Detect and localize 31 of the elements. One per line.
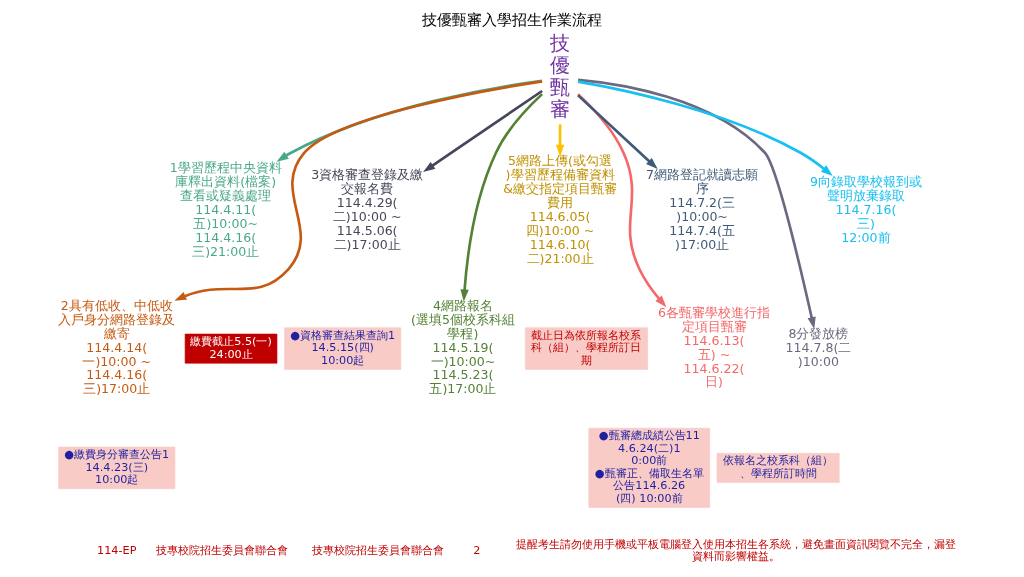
node-box: ●繳費身分審查公告114.4.23(三)10:00起 — [57, 446, 175, 489]
node-box: ●甄審總成績公告114.6.24(二)10:00前 ●甄審正、備取生名單公告114.6.26(四) 10:00前 — [587, 427, 710, 508]
node-text: 8分發放榜 114.7.8(二)10:00 — [784, 325, 851, 369]
arrow — [276, 79, 542, 162]
arrow — [459, 93, 543, 302]
node-text: 2具有低收、中低收入戶身分網路登錄及繳寄 114.4.14(一)10:00 ~ 114.4.16(三)17:00止 — [57, 298, 175, 397]
arrow — [555, 124, 564, 157]
arrow — [576, 94, 658, 170]
node-text: 5網路上傳(或勾選)學習歷程備審資料&繳交指定項目甄審費用 114.6.05(四)10:00 ~ 114.6.10(二)21:00止 — [502, 153, 617, 266]
label: 114-EP — [96, 543, 136, 557]
node-text: 4網路報名 (選填5個校系科組學程) 114.5.19(一)10:00~ 114.5.23(五)17:00止 — [410, 298, 515, 397]
arrow — [422, 89, 543, 173]
node-text: 技優甄審 — [549, 32, 570, 121]
node-text: 9向錄取學校報到或聲明放棄錄取 114.7.16(三) 12:00前 — [809, 174, 922, 245]
node-text: 6各甄審學校進行指定項目甄審 114.6.13(五) ~ 114.6.22(日) — [657, 305, 770, 390]
label: 2 — [472, 543, 480, 557]
arrow — [577, 78, 816, 330]
node-text: 7網路登記就讀志願序 114.7.2(三)10:00~ 114.7.4(五)17:00止 — [645, 167, 758, 252]
arrow — [576, 93, 666, 308]
label: 提醒考生請勿使用手機或平板電腦登入使用本招生各系統，避免畫面資訊閱覽不完全，漏登資料而影響權益。 — [515, 537, 956, 564]
node-text: 3資格審查登錄及繳交報名費 114.4.29(二)10:00 ~ 114.5.06(二)17:00止 — [310, 167, 423, 252]
label: 技專校院招生委員會聯合會 — [311, 543, 444, 557]
node-box: 繳費截止5.5(一)24:00止 — [184, 333, 277, 364]
label: 技專校院招生委員會聯合會 — [155, 543, 288, 557]
arrow — [577, 80, 833, 177]
diagram-title: 技優甄審入學招生作業流程 — [422, 11, 602, 28]
node-box: 依報名之校系科（組）、學程所訂時間 — [716, 453, 840, 483]
node-box: 截止日為依所報名校系科（組）、學程所訂日期 — [524, 327, 648, 370]
node-text: 1學習歷程中央資料庫釋出資料(檔案)查看或疑義處理 114.4.11(五)10:00~ 114.4.16(三)21:00止 — [169, 160, 282, 259]
arrow — [173, 80, 542, 301]
node-box: ●資格審查結果查詢114.5.15(四)10:00起 — [283, 327, 401, 370]
